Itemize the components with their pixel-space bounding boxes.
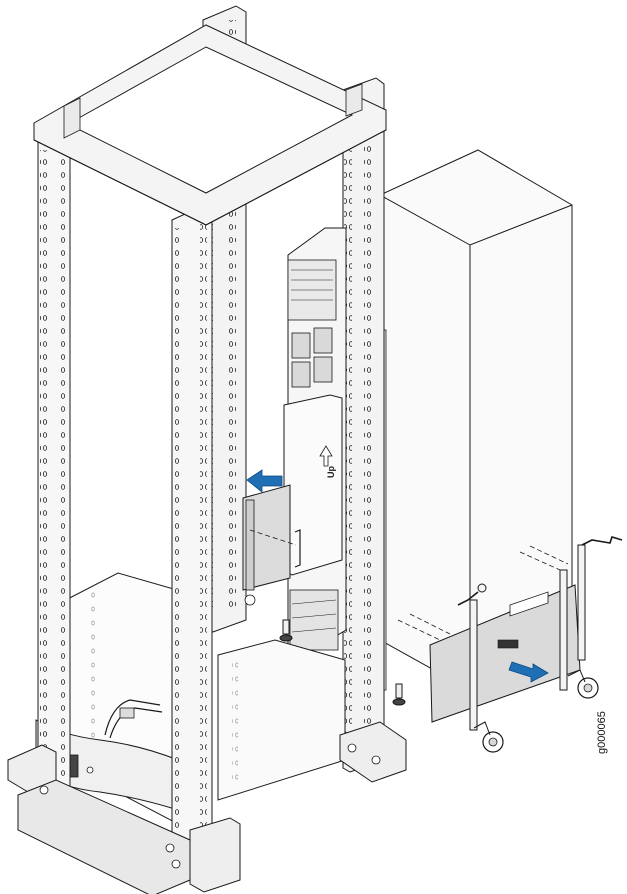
mounting-bracket: [242, 484, 291, 606]
cart-post-right: [559, 569, 568, 691]
bracket-wheel: [244, 594, 256, 606]
rack-base-left: [7, 744, 191, 894]
up-label: Up: [326, 466, 336, 478]
lift-cart: [249, 529, 623, 753]
rack-front-post-left: [37, 127, 71, 811]
rack-front-post-right: [171, 207, 213, 869]
chassis-handle: [294, 529, 301, 568]
alignment-guides: [249, 529, 569, 641]
figure-id-label: g000065: [596, 711, 608, 754]
caster-wheel-icon: [473, 669, 599, 753]
cart-post-left: [469, 599, 478, 731]
router-chassis: Up: [283, 227, 347, 666]
pull-arrow-icon: [508, 661, 549, 683]
rack-top-frame: [33, 24, 387, 226]
up-arrow-icon: [319, 445, 333, 467]
rack-back-post-right: [342, 77, 385, 773]
cart-label-plate: [497, 639, 519, 649]
leveling-foot: [279, 619, 406, 706]
insert-arrow-icon: [246, 469, 283, 493]
crank-handle-icon: [457, 536, 623, 606]
fan-tray: [291, 327, 333, 388]
cart-post-rear: [577, 544, 586, 661]
rack-base-right: [189, 721, 407, 893]
